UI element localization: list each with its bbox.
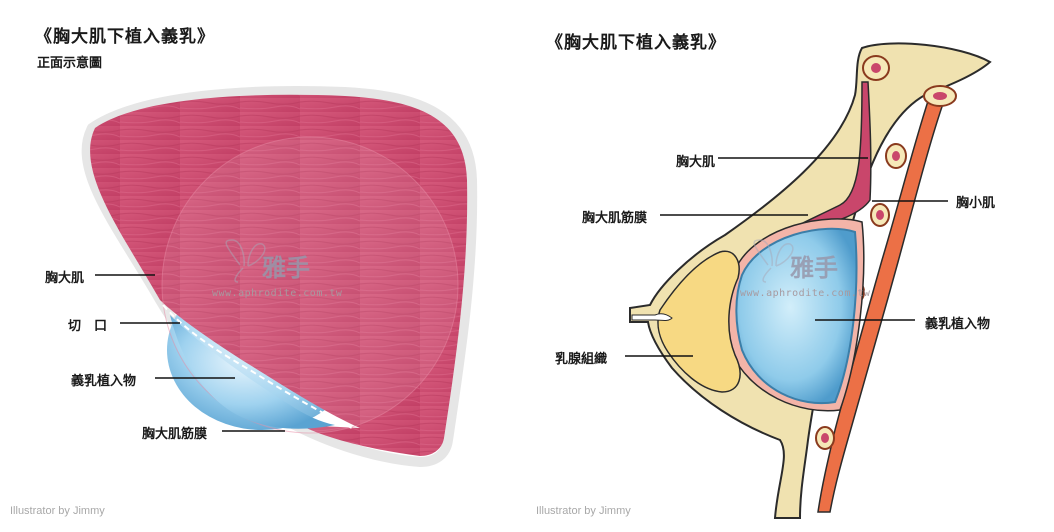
watermark-brand-left: 雅手: [262, 254, 310, 282]
label-mammary-gland: 乳腺組織: [555, 352, 608, 367]
pectoralis-major-muscle: [90, 94, 468, 457]
label-pectoralis-fascia: 胸大肌筋膜: [582, 211, 648, 226]
milk-duct: [631, 313, 673, 321]
credit-left: Illustrator by Jimmy: [10, 505, 105, 517]
label-fascia: 胸大肌筋膜: [142, 427, 208, 442]
mammary-gland: [657, 250, 741, 393]
pectoralis-minor-muscle: [817, 94, 946, 513]
watermark-brand-right: 雅手: [790, 254, 838, 282]
implant-outline-through-muscle: [162, 137, 458, 433]
label-pectoralis: 胸大肌: [45, 271, 85, 286]
implant-visible-region: [170, 315, 335, 429]
front-view-diagram: [81, 85, 478, 468]
label-incision: 切 口: [68, 319, 108, 334]
left-subtitle: 正面示意圖: [37, 56, 103, 71]
watermark-url-left: www.aphrodite.com.tw: [212, 288, 343, 299]
label-pectoralis-major: 胸大肌: [676, 155, 716, 170]
label-implant: 義乳植入物: [71, 374, 137, 389]
left-title: 《胸大肌下植入義乳》: [35, 27, 215, 47]
right-title: 《胸大肌下植入義乳》: [546, 33, 726, 53]
credit-right: Illustrator by Jimmy: [536, 505, 631, 517]
label-implant-side: 義乳植入物: [925, 317, 991, 332]
label-pectoralis-minor: 胸小肌: [956, 196, 996, 211]
watermark-url-right: www.aphrodite.com.tw: [740, 288, 871, 299]
incision-line: [162, 304, 353, 429]
butterfly-logo-icon: [225, 239, 794, 283]
